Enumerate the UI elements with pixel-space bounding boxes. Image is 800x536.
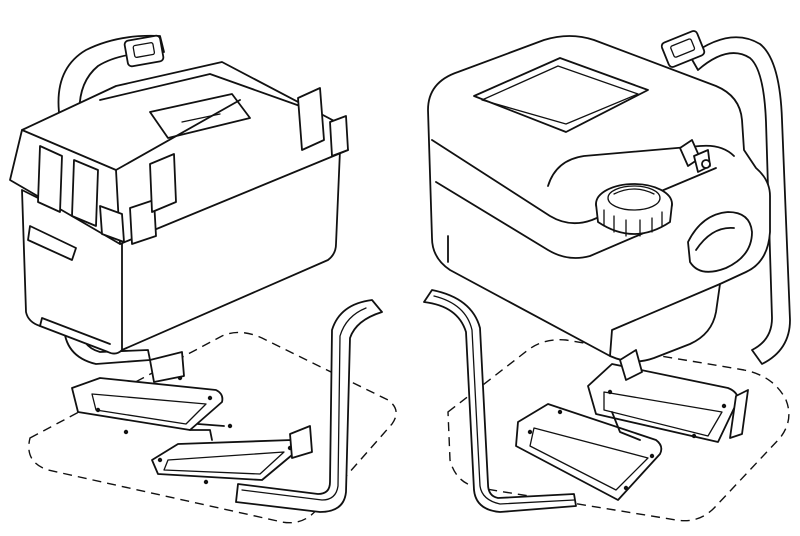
battery-box-assembly	[9, 34, 397, 524]
tray-mount-icon-right	[515, 349, 749, 501]
left-strap-upper	[57, 34, 165, 123]
left-mount-footprint	[28, 331, 397, 524]
fuel-tank-icon	[427, 35, 771, 363]
fuel-tank-assembly	[423, 30, 791, 522]
tray-mount-icon	[71, 351, 313, 485]
battery-box-icon	[9, 61, 349, 355]
strap-icon-right	[423, 289, 577, 513]
strap-icon	[235, 299, 383, 513]
